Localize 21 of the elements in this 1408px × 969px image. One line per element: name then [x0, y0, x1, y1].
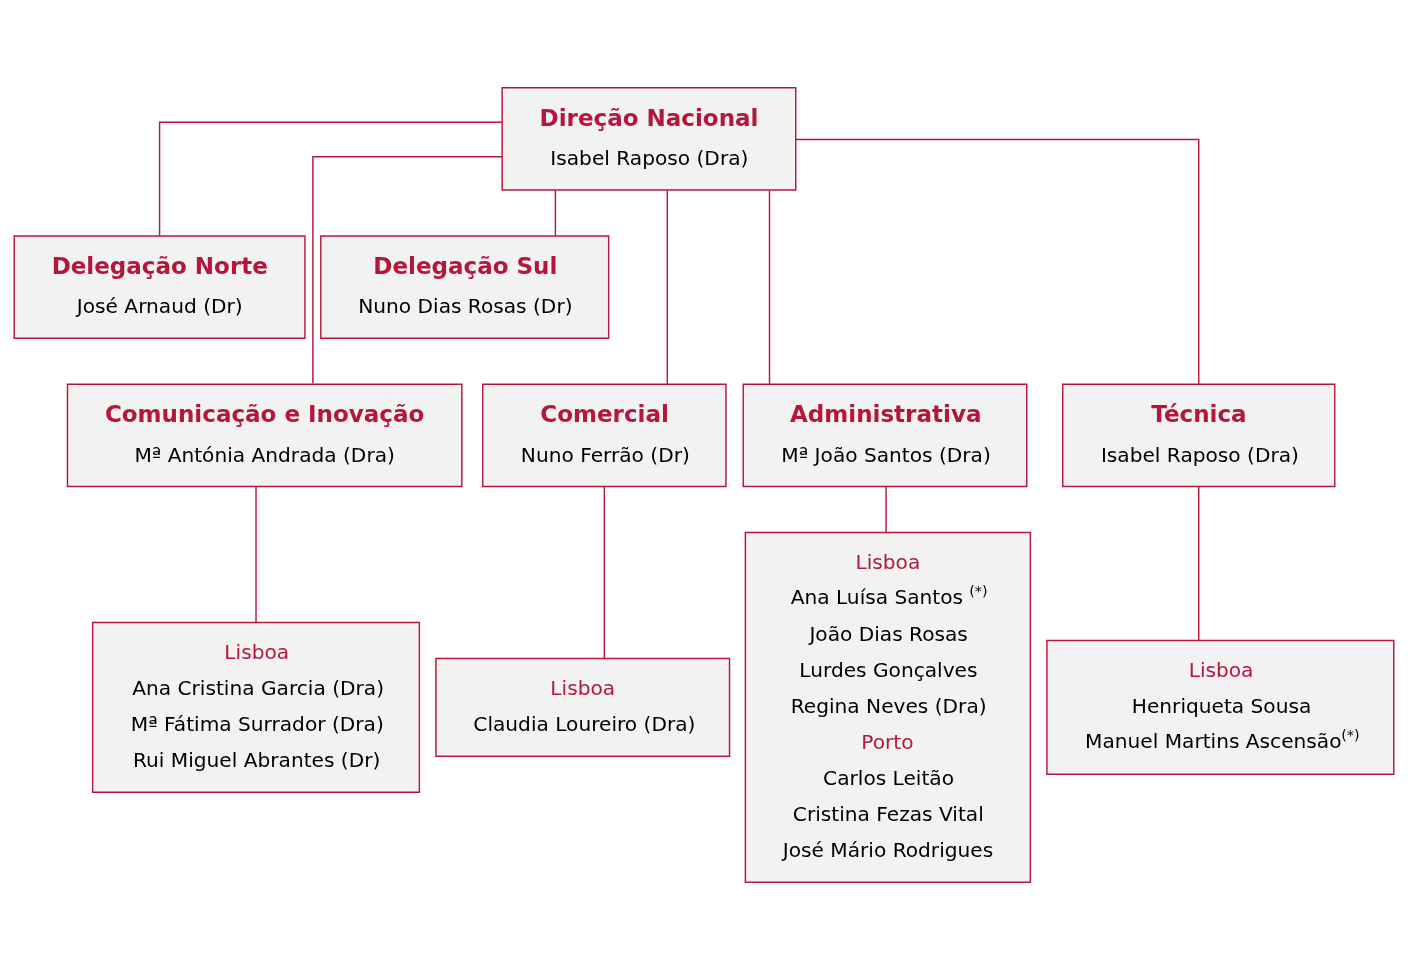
connector — [255, 485, 257, 623]
node-box: Comunicação e Inovação Mª Antónia Andrada (Dra) — [66, 383, 463, 487]
connector — [158, 121, 503, 237]
node-box: Técnica Isabel Raposo (Dra) — [1062, 383, 1336, 487]
connector — [768, 189, 771, 384]
node-box: Lisboa Henriqueta Sousa Manuel Martins Ascensão$^{(*)}$ — [1046, 639, 1395, 775]
node-box: Lisboa Ana Luísa Santos $^{(*)}$ João Dias Rosas Lurdes Gonçalves Regina Neves (Dra) Porto Carlos Leitão Cristina Fezas Vital José Mário Rodrigues — [744, 531, 1032, 883]
connector — [795, 138, 1200, 385]
node-box: Administrativa Mª João Santos (Dra) — [742, 383, 1028, 487]
connector — [603, 485, 606, 659]
connector — [666, 189, 668, 384]
node-box: Comercial Nuno Ferrão (Dr) — [482, 383, 727, 487]
node-box: Delegação Norte José Arnaud (Dr) — [13, 234, 306, 339]
connector — [885, 485, 887, 533]
node-box: Lisboa Claudia Loureiro (Dra) — [435, 657, 731, 757]
connector — [1198, 485, 1200, 641]
connector — [554, 189, 557, 236]
node-box: Delegação Sul Nuno Dias Rosas (Dr) — [320, 234, 610, 339]
connector — [312, 155, 503, 384]
node-box: Direção Nacional Isabel Raposo (Dra) — [501, 86, 797, 191]
node-box: Lisboa Ana Cristina Garcia (Dra) Mª Fátima Surrador (Dra) Rui Miguel Abrantes (Dr) — [91, 621, 421, 793]
